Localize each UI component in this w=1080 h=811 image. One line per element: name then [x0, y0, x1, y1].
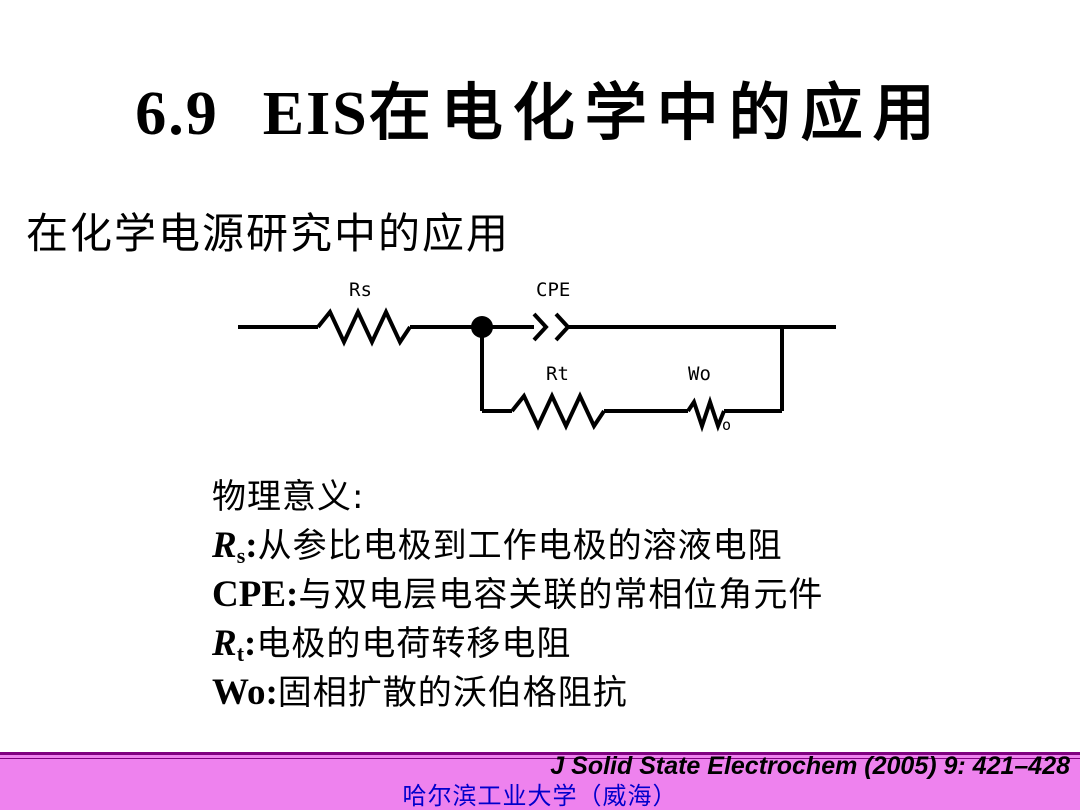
label-rs: Rs [349, 279, 372, 301]
title-number: 6.9 [135, 80, 219, 148]
cpe-chevron-left [532, 312, 549, 342]
circuit-node [471, 316, 493, 338]
cpe-chevron-right [554, 312, 571, 342]
wo-symbol-sub: o [722, 416, 731, 434]
section-subtitle: 在化学电源研究中的应用 [26, 209, 511, 258]
title-rest: 在电化学中的应用 [368, 76, 945, 149]
meaning-item-rs: Rs:从参比电极到工作电极的溶液电阻 [212, 525, 783, 568]
title-eis: EIS [262, 80, 369, 148]
resistor-rt-symbol [510, 391, 606, 431]
footer-band [0, 752, 1080, 810]
warburg-wo-symbol [686, 395, 726, 433]
meaning-item-cpe: CPE:与双电层电容关联的常相位角元件 [212, 574, 824, 615]
meaning-item-wo: Wo:固相扩散的沃伯格阻抗 [212, 672, 628, 713]
footer-divider [0, 752, 1080, 755]
meaning-heading: 物理意义: [212, 477, 365, 517]
physical-meaning-block: 物理意义: Rs:从参比电极到工作电极的溶液电阻 CPE:与双电层电容关联的常相… [212, 472, 823, 717]
resistor-rs-symbol [316, 307, 412, 347]
slide-title: 6.9 EIS在电化学中的应用 [0, 62, 1080, 152]
institution-name: 哈尔滨工业大学（威海） [402, 782, 678, 810]
label-cpe: CPE [536, 279, 570, 301]
label-wo: Wo [688, 363, 711, 385]
meaning-item-rt: Rt:电极的电荷转移电阻 [212, 623, 572, 666]
citation: J Solid State Electrochem (2005) 9: 421–… [550, 752, 1070, 780]
label-rt: Rt [546, 363, 569, 385]
footer-divider-thin [0, 758, 1080, 759]
